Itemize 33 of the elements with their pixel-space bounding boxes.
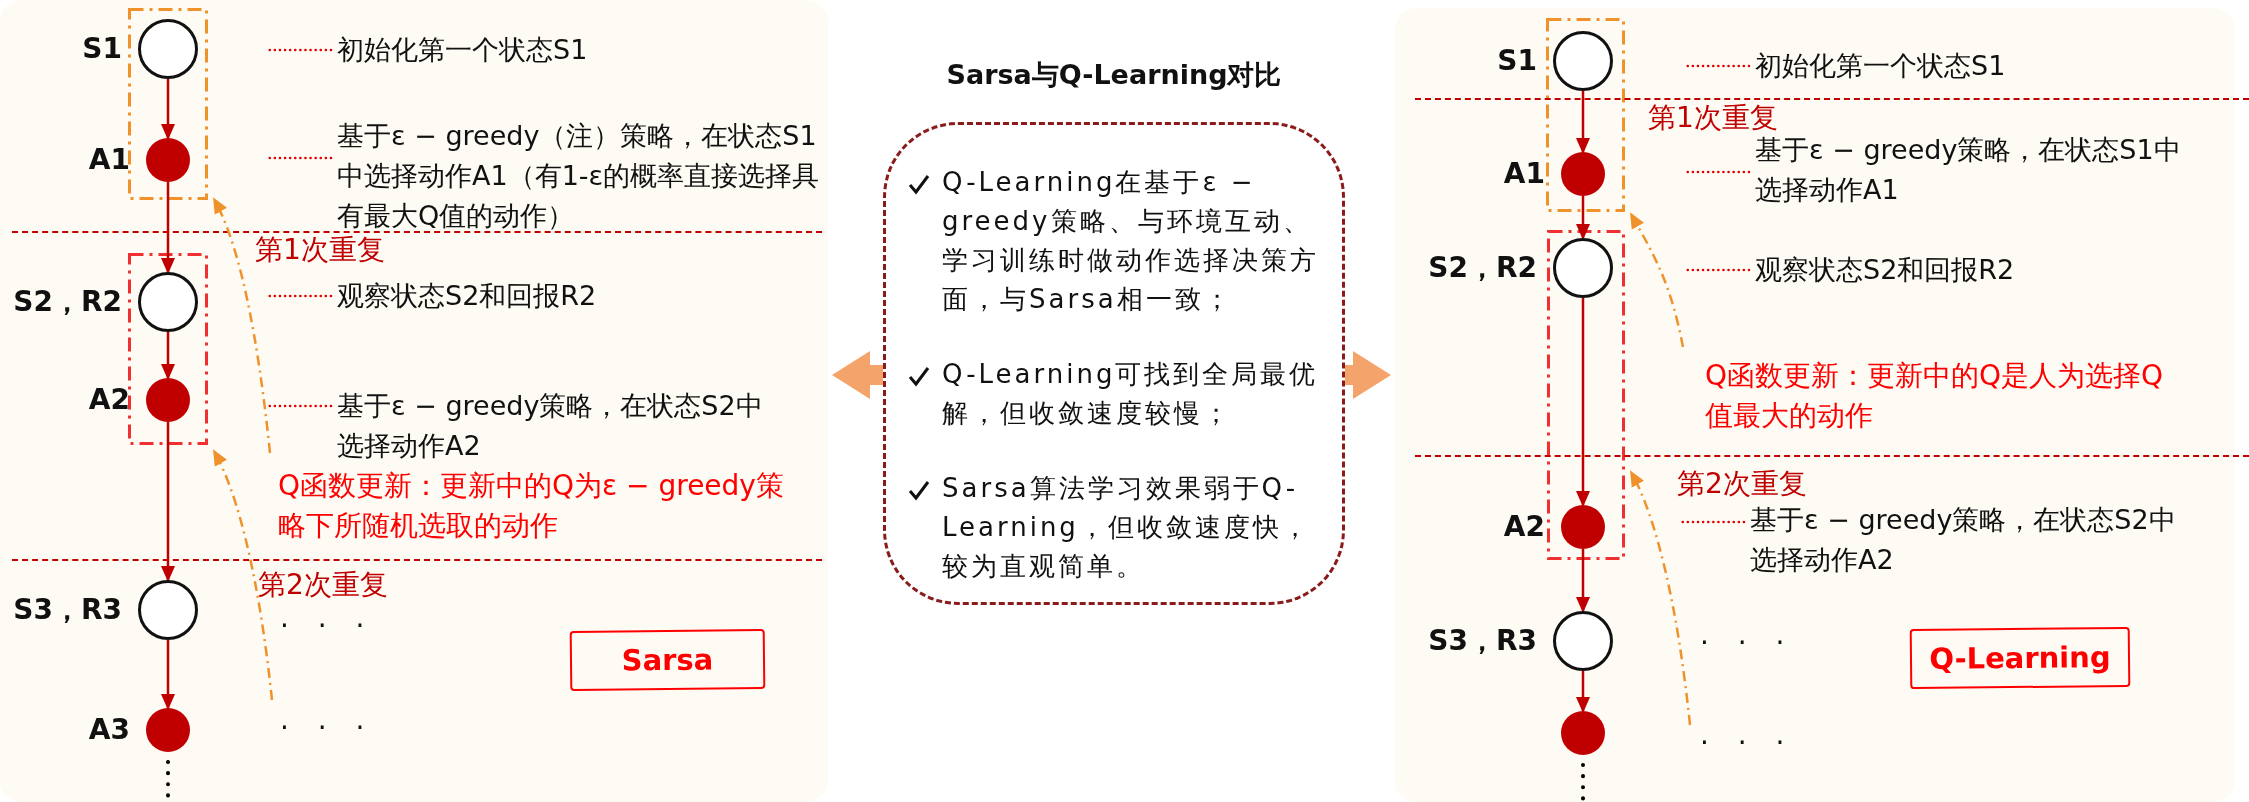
ellipsis-text: . . . xyxy=(280,702,375,738)
state-label: S1 xyxy=(82,31,122,67)
note-text: Q函数更新：更新中的Q是人为选择Q值最大的动作 xyxy=(1705,358,2165,434)
description-text: 基于ε − greedy策略，在状态S2中选择动作A2 xyxy=(337,386,787,466)
state-label: S3，R3 xyxy=(1428,623,1537,659)
state-label: A1 xyxy=(88,142,130,178)
state-label: A2 xyxy=(1503,509,1545,545)
panel-background xyxy=(0,0,828,802)
state-label: A1 xyxy=(1503,156,1545,192)
algorithm-name-tag: Sarsa xyxy=(569,629,766,691)
bullet-text: Q-Learning在基于ε − greedy策略、与环境互动、学习训练时做动作选择决策方面，与Sarsa相一致； xyxy=(942,166,1320,316)
state-label: A2 xyxy=(88,382,130,418)
state-label: A3 xyxy=(88,712,130,748)
description-text: 初始化第一个状态S1 xyxy=(1755,46,2215,86)
ellipsis-text: . . . xyxy=(1700,717,1795,753)
description-text: 初始化第一个状态S1 xyxy=(337,30,817,70)
note-text: 第2次重复 xyxy=(1677,466,1808,502)
state-label: S3，R3 xyxy=(13,592,122,628)
ellipsis-text: . . . xyxy=(1700,617,1795,653)
bullet-text: Q-Learning可找到全局最优解，但收敛速度较慢； xyxy=(942,358,1320,430)
comparison-title: Sarsa与Q-Learning对比 xyxy=(945,58,1283,92)
state-label: S2，R2 xyxy=(13,284,122,320)
description-text: 基于ε − greedy策略，在状态S2中选择动作A2 xyxy=(1750,500,2180,580)
description-text: 观察状态S2和回报R2 xyxy=(1755,250,2215,290)
algorithm-name-tag: Q-Learning xyxy=(1909,626,2131,690)
note-text: Q函数更新：更新中的Q为ε − greedy策略下所随机选取的动作 xyxy=(278,468,785,544)
description-text: 观察状态S2和回报R2 xyxy=(337,276,817,316)
state-label: S1 xyxy=(1497,43,1537,79)
ellipsis-text: . . . xyxy=(280,600,375,636)
panel-background xyxy=(1395,8,2235,802)
bullet-text: Sarsa算法学习效果弱于Q-Learning，但收敛速度快，较为直观简单。 xyxy=(942,472,1312,583)
state-label: S2，R2 xyxy=(1428,250,1537,286)
note-text: 第2次重复 xyxy=(258,567,389,603)
